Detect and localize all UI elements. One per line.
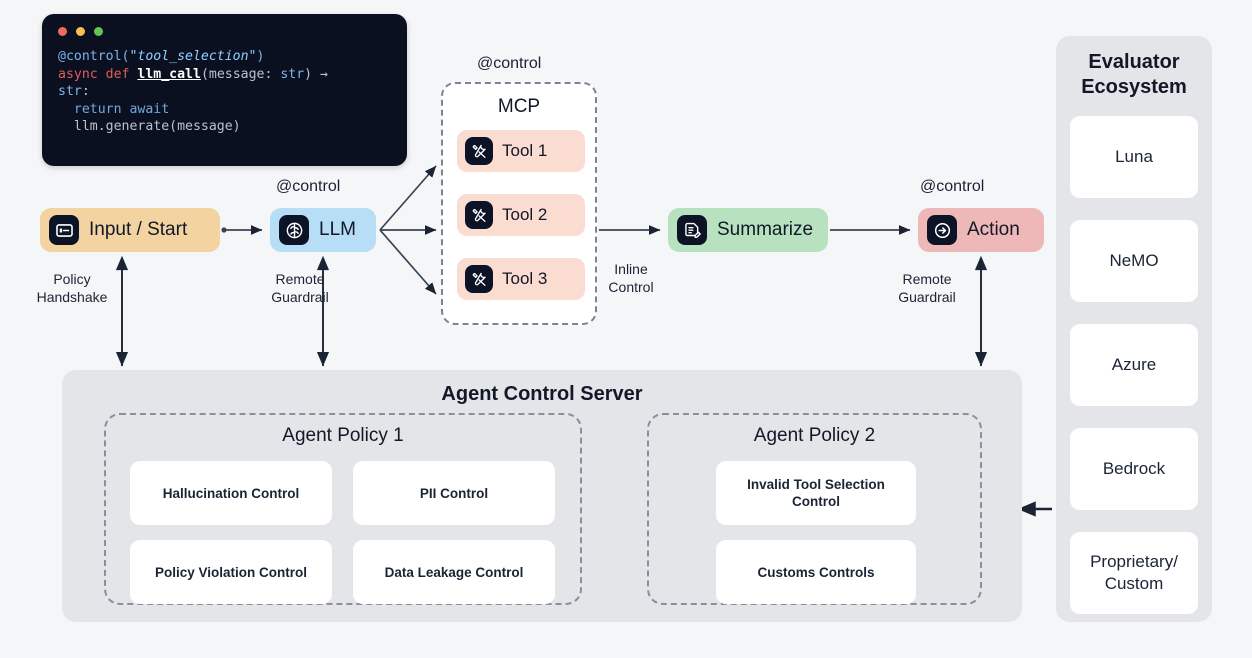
evaluator-ecosystem-title: Evaluator Ecosystem <box>1081 51 1187 98</box>
edge-label-policy-handshake: Policy Handshake <box>36 271 108 305</box>
code-line: @control("tool_selection") <box>58 49 265 64</box>
brain-icon <box>279 215 309 245</box>
node-label: LLM <box>319 219 356 240</box>
agent-control-server-title: Agent Control Server <box>441 383 643 405</box>
tool-label: Tool 3 <box>502 269 548 288</box>
edge-label-remote-guardrail-llm: Remote Guardrail <box>271 271 329 305</box>
tools-icon <box>465 201 493 229</box>
node-llm[interactable]: LLM <box>270 208 376 252</box>
code-line: return await <box>58 101 170 117</box>
control-card[interactable]: Invalid Tool Selection Control <box>716 461 916 525</box>
code-window: @control("tool_selection")async def llm_… <box>42 14 407 166</box>
node-label: Input / Start <box>89 219 188 240</box>
tools-icon <box>465 265 493 293</box>
code-line: llm.generate(message) <box>58 119 241 134</box>
agent-control-server-panel: Agent Control Server Agent Policy 1 Hall… <box>62 370 1022 622</box>
control-card[interactable]: Policy Violation Control <box>130 540 332 604</box>
input-window-icon <box>49 215 79 245</box>
agent-policy-2: Agent Policy 2 Invalid Tool Selection Co… <box>647 413 982 605</box>
evaluator-card[interactable]: NeMO <box>1070 220 1198 302</box>
evaluator-card[interactable]: Bedrock <box>1070 428 1198 510</box>
mcp-container: MCP Tool 1 Tool 2 <box>441 82 597 325</box>
tool-item[interactable]: Tool 3 <box>457 258 585 300</box>
yellow-dot <box>76 27 85 36</box>
node-label: Summarize <box>717 219 814 240</box>
tool-label: Tool 1 <box>502 141 548 160</box>
node-input-start[interactable]: Input / Start <box>40 208 220 252</box>
evaluator-card[interactable]: Proprietary/ Custom <box>1070 532 1198 614</box>
policy-title: Agent Policy 2 <box>753 425 876 446</box>
control-card[interactable]: PII Control <box>353 461 555 525</box>
evaluator-card[interactable]: Luna <box>1070 116 1198 198</box>
edge-label-remote-guardrail-action: Remote Guardrail <box>898 271 956 305</box>
node-label: Action <box>967 219 1020 240</box>
code-snippet: @control("tool_selection")async def llm_… <box>58 48 397 136</box>
edge-llm-to-tools <box>379 165 437 295</box>
evaluator-ecosystem-panel: Evaluator Ecosystem Luna NeMO Azure Bedr… <box>1056 36 1212 622</box>
control-card[interactable]: Customs Controls <box>716 540 916 604</box>
code-line: async def llm_call(message: str) → <box>58 66 328 82</box>
control-tag-action: @control <box>920 178 985 195</box>
tool-item[interactable]: Tool 1 <box>457 130 585 172</box>
green-dot <box>94 27 103 36</box>
arrow-circle-icon <box>927 215 957 245</box>
control-tag-llm: @control <box>276 178 341 195</box>
tools-icon <box>465 137 493 165</box>
evaluator-card[interactable]: Azure <box>1070 324 1198 406</box>
red-dot <box>58 27 67 36</box>
control-card[interactable]: Hallucination Control <box>130 461 332 525</box>
agent-policy-1: Agent Policy 1 Hallucination Control PII… <box>104 413 582 605</box>
tool-item[interactable]: Tool 2 <box>457 194 585 236</box>
node-action[interactable]: Action <box>918 208 1044 252</box>
control-card[interactable]: Data Leakage Control <box>353 540 555 604</box>
document-edit-icon <box>677 215 707 245</box>
mcp-title: MCP <box>497 96 541 117</box>
node-summarize[interactable]: Summarize <box>668 208 828 252</box>
code-line: str: <box>58 84 90 99</box>
window-traffic-lights <box>58 27 103 36</box>
edge-input-to-llm <box>221 225 263 235</box>
control-tag-mcp: @control <box>477 55 542 72</box>
policy-title: Agent Policy 1 <box>282 425 404 446</box>
edge-label-inline-control: Inline Control <box>608 261 654 295</box>
tool-label: Tool 2 <box>502 205 548 224</box>
